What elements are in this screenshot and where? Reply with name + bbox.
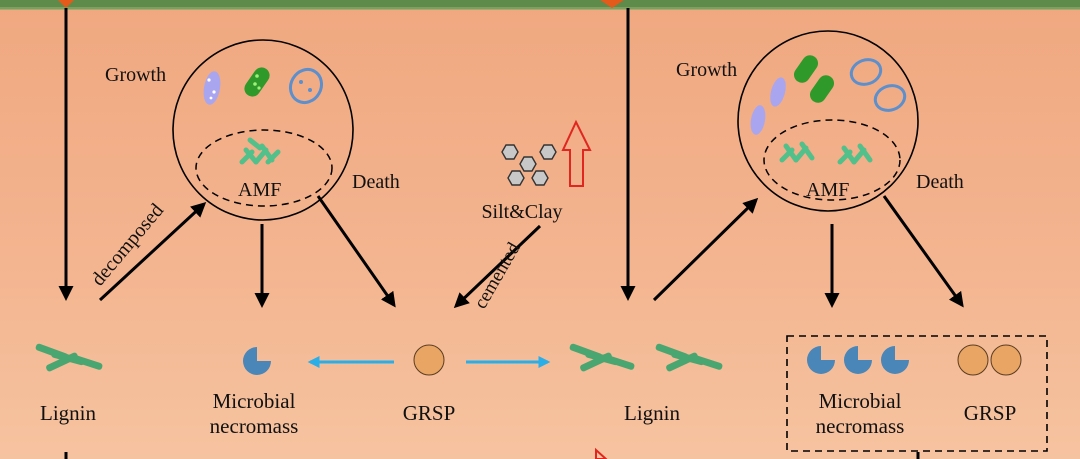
lignin-icon-right-2 — [654, 342, 724, 373]
death-arrow-right — [882, 195, 964, 308]
decomposed-arrow — [98, 201, 207, 302]
green-bacterium-icon — [244, 67, 270, 97]
red-bottom-arrow-icon — [595, 447, 608, 459]
green-bacteria-icon-right — [793, 55, 835, 103]
right-panel: Growth AMF Death Lignin Microbial necro — [64, 8, 1048, 459]
lignin-icon-left — [34, 342, 104, 373]
death-label-right: Death — [916, 171, 964, 193]
grass-strip — [0, 0, 1080, 10]
microbe-community-circle-left — [172, 39, 354, 221]
microbial-label-right: Microbial — [819, 389, 902, 413]
growth-label-right: Growth — [676, 59, 737, 81]
grsp-icons-right — [957, 344, 1022, 376]
grsp-label-left: GRSP — [403, 401, 456, 425]
amf-hyphae-icon-right — [779, 141, 873, 165]
lignin-label-right: Lignin — [624, 401, 680, 425]
amf-label-right: AMF — [806, 179, 849, 201]
necromass-label-left: necromass — [210, 414, 299, 438]
amf-dashed-ellipse-right — [763, 119, 901, 201]
necromass-grsp-dashed-box — [786, 335, 1048, 452]
growth-label-left: Growth — [105, 64, 166, 86]
necromass-icons-right — [807, 346, 909, 374]
left-panel: Growth AMF Death decomposed Lignin Micro… — [34, 8, 551, 438]
amf-label-left: AMF — [238, 179, 281, 201]
purple-bacteria-icon-right — [750, 77, 786, 135]
lignin-label-left: Lignin — [40, 401, 96, 425]
death-label-left: Death — [352, 171, 400, 193]
amf-dashed-ellipse-left — [195, 129, 333, 207]
amf-hyphae-icon — [239, 137, 281, 165]
blue-bacteria-icon-right — [849, 58, 907, 112]
microbial-label-left: Microbial — [213, 389, 296, 413]
silt-clay-hexagons-icon — [501, 144, 557, 186]
silt-clay-label: Silt&Clay — [481, 201, 562, 223]
grsp-label-right: GRSP — [964, 401, 1017, 425]
microbe-community-circle-right — [737, 30, 919, 212]
red-up-arrow-icon — [561, 119, 592, 187]
grsp-icon-left — [413, 344, 445, 376]
necromass-label-right: necromass — [816, 414, 905, 438]
death-arrow-left — [316, 195, 396, 308]
growth-arrow-right — [652, 197, 759, 302]
blue-bacterium-icon — [288, 67, 324, 105]
middle-panel: Silt&Clay cemented — [453, 119, 608, 459]
lignin-icon-right-1 — [568, 342, 636, 373]
cemented-label: cemented — [470, 239, 525, 313]
necromass-icon-left — [243, 347, 271, 375]
cemented-arrow — [453, 224, 542, 309]
purple-bacterium-icon — [203, 71, 221, 105]
